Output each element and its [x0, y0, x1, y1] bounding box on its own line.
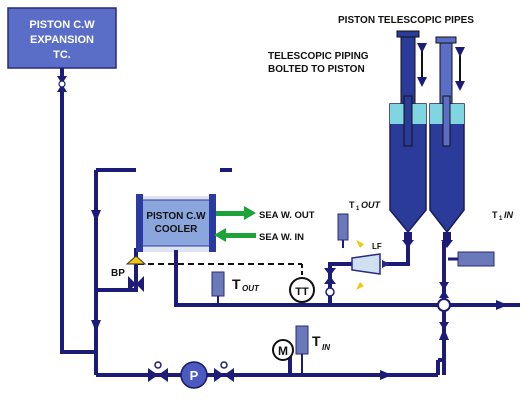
- t1-in-main: T: [492, 210, 498, 220]
- t-out-main: T: [232, 276, 241, 292]
- telescopic-cylinder-1: [389, 30, 427, 248]
- tank-label-line-1: PISTON C.W: [29, 19, 95, 31]
- t-out-sensor: T OUT: [211, 271, 260, 305]
- pump-assembly: P: [148, 361, 234, 389]
- sea-water-in-arrow-icon: [214, 228, 226, 242]
- tank-label-line-2: EXPANSION: [30, 34, 94, 46]
- cooler-label-line-1: PISTON C.W: [146, 211, 206, 222]
- telescopic-note-line-2: BOLTED TO PISTON: [268, 64, 365, 75]
- valves-right: [437, 282, 451, 330]
- sea-water-out-arrow-icon: [244, 206, 256, 220]
- flow-indicator: LF: [351, 240, 390, 290]
- telescopic-cylinder-2: [429, 36, 465, 248]
- t1-in-sensor: [448, 251, 495, 267]
- t1-out-main: T: [349, 200, 355, 210]
- t1-in-suffix: IN: [504, 210, 514, 220]
- cooler-label-line-2: COOLER: [155, 224, 199, 235]
- tank-drain-valve: [57, 76, 67, 92]
- sea-water-arrows: SEA W. OUT SEA W. IN: [214, 206, 315, 243]
- t1-out-suffix: OUT: [361, 200, 382, 210]
- t-out-sub: OUT: [242, 284, 260, 293]
- t1-in-sub: 1: [499, 216, 503, 222]
- t-in-main: T: [312, 333, 321, 349]
- bypass-valve: BP: [111, 255, 147, 292]
- sea-water-in-label: SEA W. IN: [259, 232, 304, 243]
- motor: M: [272, 339, 294, 361]
- tank-label-line-3: TC.: [53, 49, 71, 61]
- tt-transmitter: TT: [289, 277, 315, 303]
- bp-label: BP: [111, 268, 125, 279]
- sea-water-out-label: SEA W. OUT: [259, 210, 315, 221]
- expansion-tank: PISTON C.W EXPANSION TC.: [7, 7, 117, 69]
- piston-cooler: PISTON C.W COOLER: [136, 194, 216, 252]
- lf-label: LF: [372, 242, 382, 251]
- t-in-sensor: T IN: [295, 325, 330, 375]
- title: PISTON TELESCOPIC PIPES: [338, 15, 474, 26]
- t1-out-sensor: T 1 OUT: [337, 200, 382, 248]
- check-valve-1: [324, 268, 336, 297]
- flow-arrows: [91, 210, 508, 380]
- t-in-sub: IN: [322, 343, 330, 352]
- pump-label: P: [190, 368, 199, 383]
- motor-label: M: [278, 344, 288, 358]
- tt-label: TT: [295, 286, 309, 298]
- t1-out-sub: 1: [356, 206, 360, 212]
- telescopic-note-line-1: TELESCOPIC PIPING: [268, 51, 369, 62]
